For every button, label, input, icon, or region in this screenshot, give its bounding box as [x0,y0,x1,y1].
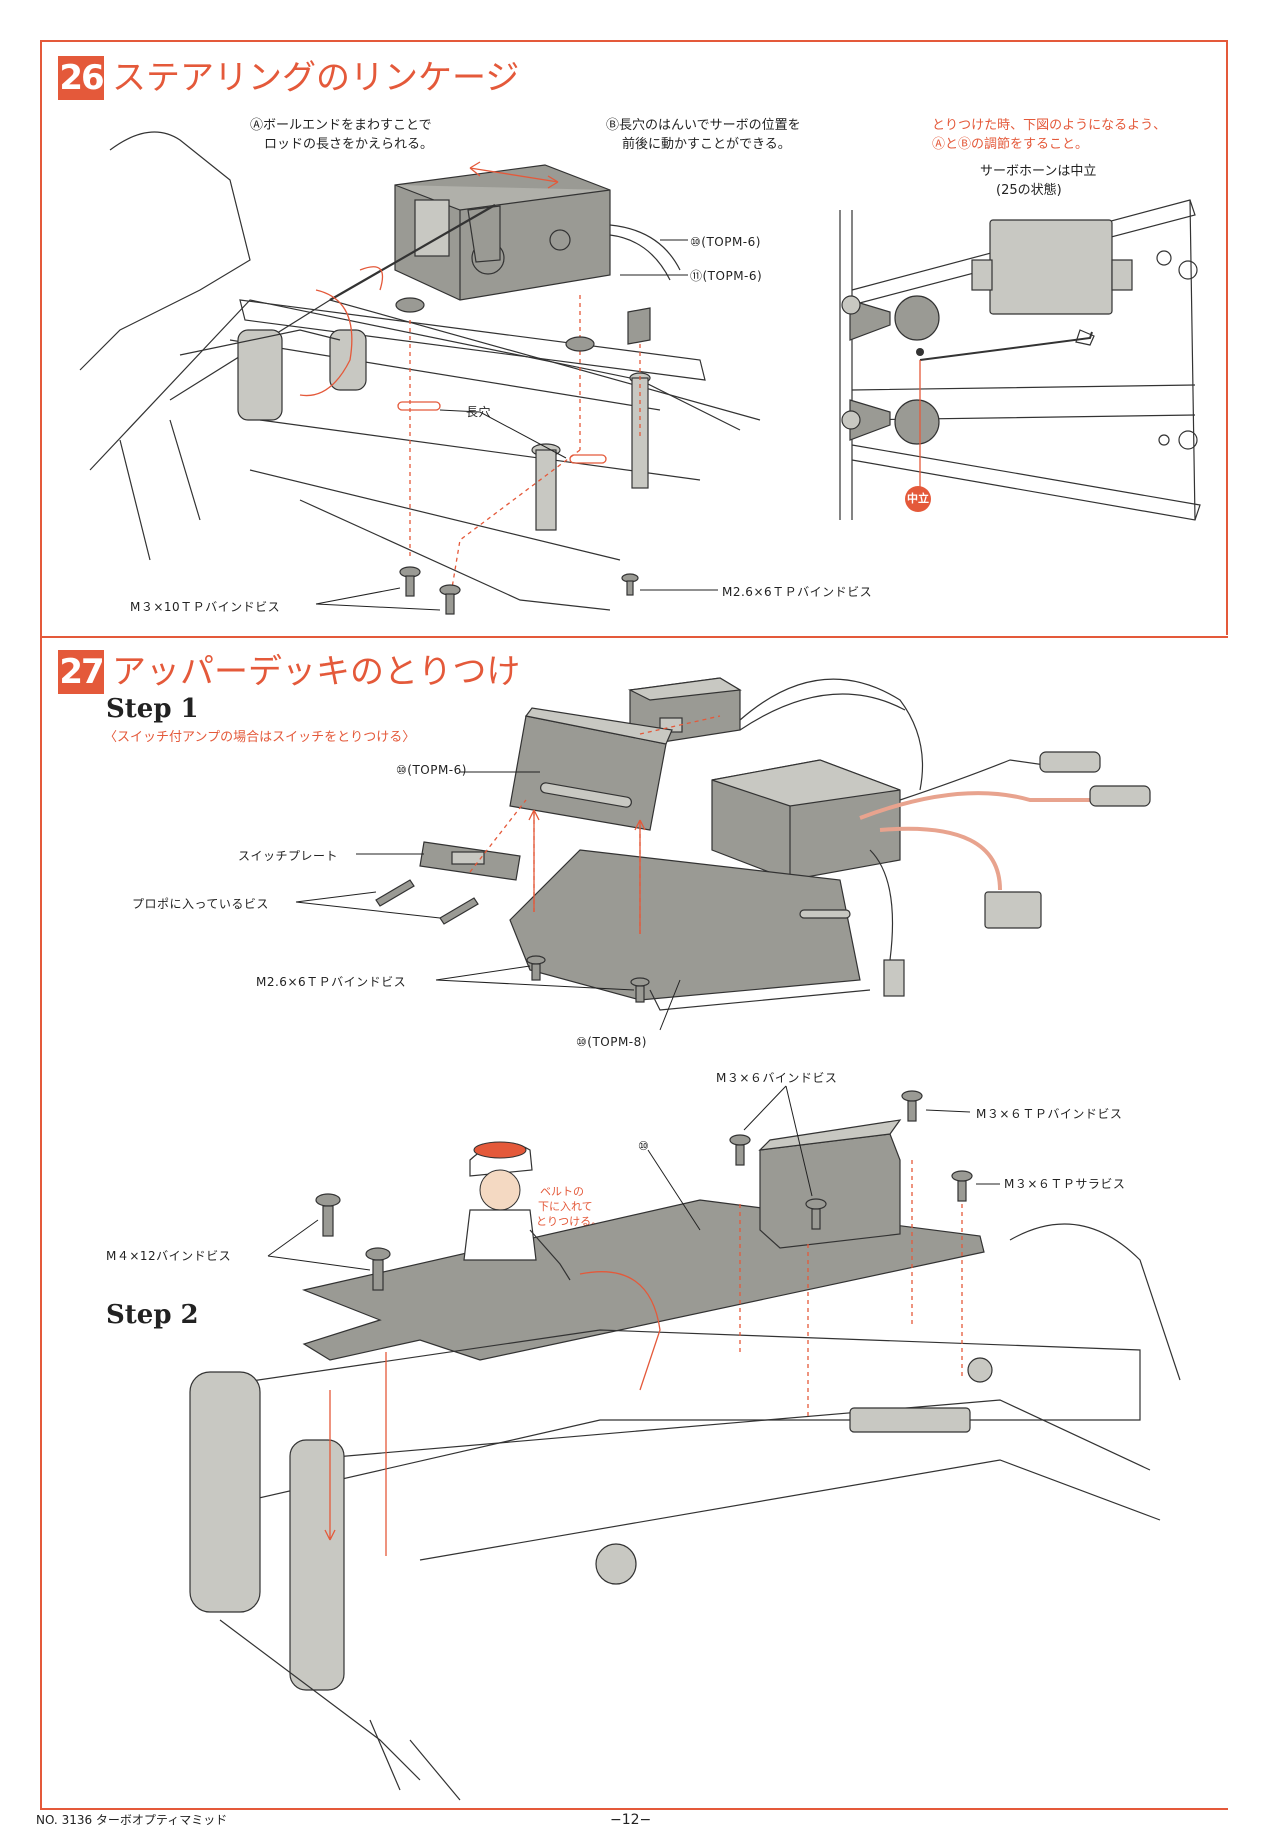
section-27-number: 27 [58,650,105,694]
label-screw-m26x6-s26: M2.6×6ＴＰバインドビス [722,585,873,599]
slot-shape-2 [569,454,607,464]
screw-m3x10-a [399,566,421,597]
neutral-detail-drawing [839,199,1201,521]
frame-right-border [1226,40,1228,635]
frame-top-border [40,40,1228,42]
note-a-line1: Ⓐボールエンドをまわすことで [250,118,432,133]
label-part-101: ⑩(TOPM-6) [690,235,761,249]
servo-body [329,164,681,301]
s1-guide-4 [639,715,721,735]
ball-end-arrow [299,289,353,397]
character-note-line1: ベルトの [540,1185,584,1198]
label-screw-m3x6: M３×６バインドビス [716,1071,838,1085]
section-27-title: アッパーデッキのとりつけ [112,652,521,692]
label-screw-m3x10: M３×10ＴＰバインドビス [130,600,281,614]
label-switch-plate: スイッチプレート [238,849,339,863]
screw-propo-b [439,897,479,925]
frame-bottom-border [40,1808,1228,1810]
servo-horn-note-line1: サーボホーンは中立 [980,164,1097,179]
screw-m3x6-b [805,1198,827,1230]
step-1-heading: Step 1 [106,694,199,724]
character-note-line3: とりつける。 [536,1215,603,1228]
leader-slot [439,409,567,459]
screw-m3x6-a [729,1134,751,1166]
spacer-117 [627,307,651,345]
label-screw-m3x6tps: M３×６ＴＰサラビス [1004,1177,1126,1191]
note-right-line2: ⒶとⒷの調節をすること。 [932,137,1089,152]
note-right-line1: とりつけた時、下図のようになるよう、 [932,118,1167,133]
slot-shape-1 [397,401,441,411]
label-screw-m3x6tp: M３×６ＴＰバインドビス [976,1107,1123,1121]
screw-m3x6tp [901,1090,923,1122]
step-1-subtitle: 〈スイッチ付アンプの場合はスイッチをとりつける〉 [104,730,416,745]
section-divider [40,636,1228,638]
upper-deck-step2 [301,1119,985,1361]
label-propo-screw: プロポに入っているビス [132,897,269,911]
leader-m3x6tp [925,1109,971,1113]
leader-m26x6-s27 [435,965,635,991]
neutral-badge: 中立 [905,486,931,512]
screw-propo-a [375,879,415,907]
spacer-101b [565,336,595,352]
mascot-character [463,1141,571,1281]
leader-propo-screw [295,891,441,919]
guide-dash-4 [449,449,581,601]
label-part-117: ⑪(TOPM-6) [690,269,763,283]
s2-guide-1 [324,1390,336,1541]
label-part-102-step1: ⑩(TOPM-8) [576,1035,647,1049]
rotate-arrow [359,266,384,291]
section-26-illustration [79,131,1201,615]
s1-arrow-up-2 [634,819,646,934]
footer-model: NO. 3136 ターボオプティマミッド [36,1813,228,1827]
servo-horn-note-line2: (25の状態) [996,183,1062,198]
section-26-title: ステアリングのリンケージ [112,58,520,98]
screw-m4x12-b [365,1247,391,1291]
leader-parts [620,239,688,276]
screw-m4x12-a [315,1193,341,1237]
s1-arrow-up-1 [528,809,540,912]
leader-m4x12 [267,1219,371,1271]
switch-cover-103 [509,707,673,831]
label-part-102-step2: ⑩ [638,1139,650,1153]
screw-m3x10-b [439,584,461,615]
adjust-arrow [469,161,559,189]
leader-m3x6 [743,1085,813,1197]
label-part-103: ⑩(TOPM-6) [396,763,467,777]
screw-m3x6tps [951,1170,973,1202]
section-26-number: 26 [58,56,105,100]
frame-left-border [40,40,42,1810]
note-b-line2: 前後に動かすことができる。 [622,137,791,152]
screw-m26x6 [621,573,639,596]
screw-m26x6-b [630,977,650,1003]
step-2-heading: Step 2 [106,1300,199,1330]
leader-m3x10 [315,587,441,611]
spacer-101a [395,297,425,313]
label-screw-m4x12: M４×12バインドビス [106,1249,232,1263]
footer-page-number: −12− [610,1812,652,1828]
switch-plate [419,841,521,881]
leader-part-102 [659,979,681,1031]
note-a-line2: ロッドの長さをかえられる。 [264,137,434,152]
chassis-step2 [189,1223,1181,1801]
label-screw-m26x6-s27: M2.6×6ＴＰバインドビス [256,975,407,989]
amp-unit [711,751,1151,997]
note-b-line1: Ⓑ長穴のはんいでサーボの位置を [606,118,801,133]
leader-part-102-step2 [647,1149,701,1231]
character-note-line2: 下に入れて [538,1200,593,1213]
belt-arrow [579,1271,661,1391]
screw-m26x6-a [526,955,546,981]
